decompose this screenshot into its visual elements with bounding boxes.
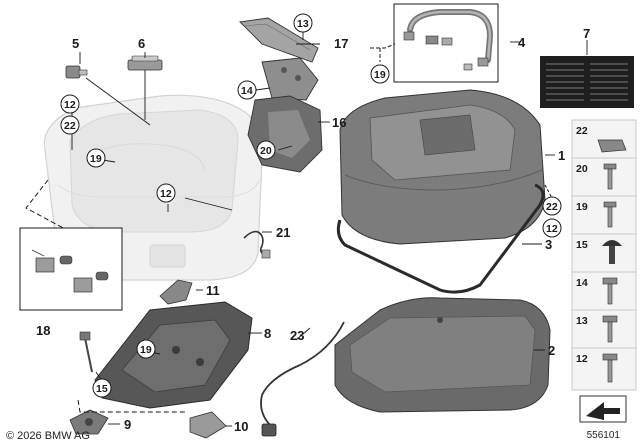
part-21-cable [243,230,271,259]
part-18-latch-set [31,249,109,293]
callout-1: 1 [558,148,565,163]
fastener-15-label: 15 [576,239,588,251]
bottom-dashed-leader [77,399,185,413]
fastener-14-label: 14 [576,277,588,289]
fastener-19-icon [603,201,617,208]
fastener-22-icon [597,139,627,153]
fastener-19-label: 19 [576,201,588,213]
callout-22-lid: 22 [546,201,558,213]
callout-19-housing: 19 [90,153,102,165]
part-5-clip [65,65,88,79]
callout-10: 10 [234,419,248,434]
callout-2: 2 [548,343,555,358]
callout-11: 11 [206,283,220,298]
handle-dashed-leader [370,43,396,49]
part-7-label-sticker [540,56,634,108]
callout-19-handle: 19 [374,69,386,81]
fastener-13-label: 13 [576,315,588,327]
callout-6: 6 [138,36,145,51]
callout-5: 5 [72,36,79,51]
callout-12-upper: 12 [64,99,76,111]
seal-dashed-leader [544,184,553,199]
callout-17: 17 [334,36,348,51]
part-8-tray [94,301,253,409]
callout-21: 21 [276,225,290,240]
callout-3: 3 [545,237,552,252]
part-17-hinge-plate [239,17,319,63]
callout-22-upper: 22 [64,120,76,132]
part-15-rod [79,331,93,373]
fastener-column [571,119,637,391]
fastener-14-icon [602,277,618,285]
part-4-grab-handle [403,9,494,71]
fastener-15-icon [602,240,622,246]
callout-19-tray: 19 [140,344,152,356]
callout-4: 4 [518,35,526,50]
callout-15: 15 [96,383,108,395]
callout-23: 23 [290,328,304,343]
fastener-20-icon [603,163,617,170]
part-3-seal [336,183,545,294]
part-11-bracket [159,279,193,305]
direction-arrow-icon [579,395,627,423]
copyright-text: © 2026 BMW AG [6,430,90,442]
part-9-mount [69,409,109,435]
part-2-base-pan [334,297,551,413]
callout-16: 16 [332,115,346,130]
part-23-harness [260,321,345,437]
fastener-20-label: 20 [576,163,588,175]
fastener-12-label: 12 [576,353,588,365]
callout-13: 13 [297,18,309,30]
housing-dashed-leader [25,179,96,246]
callout-18: 18 [36,323,50,338]
part-14-lock-mechanism [261,57,319,101]
callout-8: 8 [264,326,271,341]
inset-18-frame [19,227,123,311]
callout-14: 14 [241,85,253,97]
callout-12-lid: 12 [546,223,558,235]
fastener-13-icon [602,315,618,323]
fastener-12-icon [602,353,618,361]
part-1-lid [339,89,546,245]
callout-7: 7 [583,26,590,41]
callout-circles [60,13,562,398]
callout-20: 20 [260,145,272,157]
fastener-22-label: 22 [576,125,588,137]
part-10-plate [189,411,227,439]
document-id: 556101 [586,430,620,441]
callout-12-housing: 12 [160,188,172,200]
callout-9: 9 [124,417,131,432]
part-6-light [127,55,163,71]
